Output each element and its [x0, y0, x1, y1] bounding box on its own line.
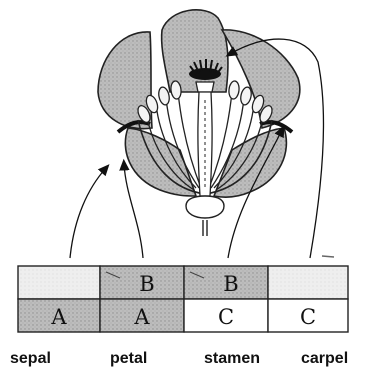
grid-cell-top-carpel: [268, 266, 348, 299]
petal-back-center: [162, 10, 228, 92]
grid-bottom-text-sepal: A: [50, 305, 67, 329]
flower-illustration: [98, 10, 300, 236]
grid-top-text-stamen: B: [223, 272, 238, 296]
organ-labels: sepal petal stamen carpel: [10, 350, 348, 367]
label-petal: petal: [110, 350, 147, 367]
grid-cell-top-sepal: [18, 266, 100, 299]
abc-grid: B B A A C C: [18, 266, 348, 332]
grid-bottom-text-petal: A: [133, 305, 150, 329]
grid-bottom-text-carpel: C: [300, 305, 316, 329]
grid-bottom-text-stamen: C: [218, 305, 234, 329]
grid-top-text-petal: B: [139, 272, 154, 296]
label-carpel: carpel: [301, 350, 348, 367]
label-sepal: sepal: [10, 350, 51, 367]
arrow-sepal: [70, 168, 106, 258]
label-stamen: stamen: [204, 350, 260, 367]
